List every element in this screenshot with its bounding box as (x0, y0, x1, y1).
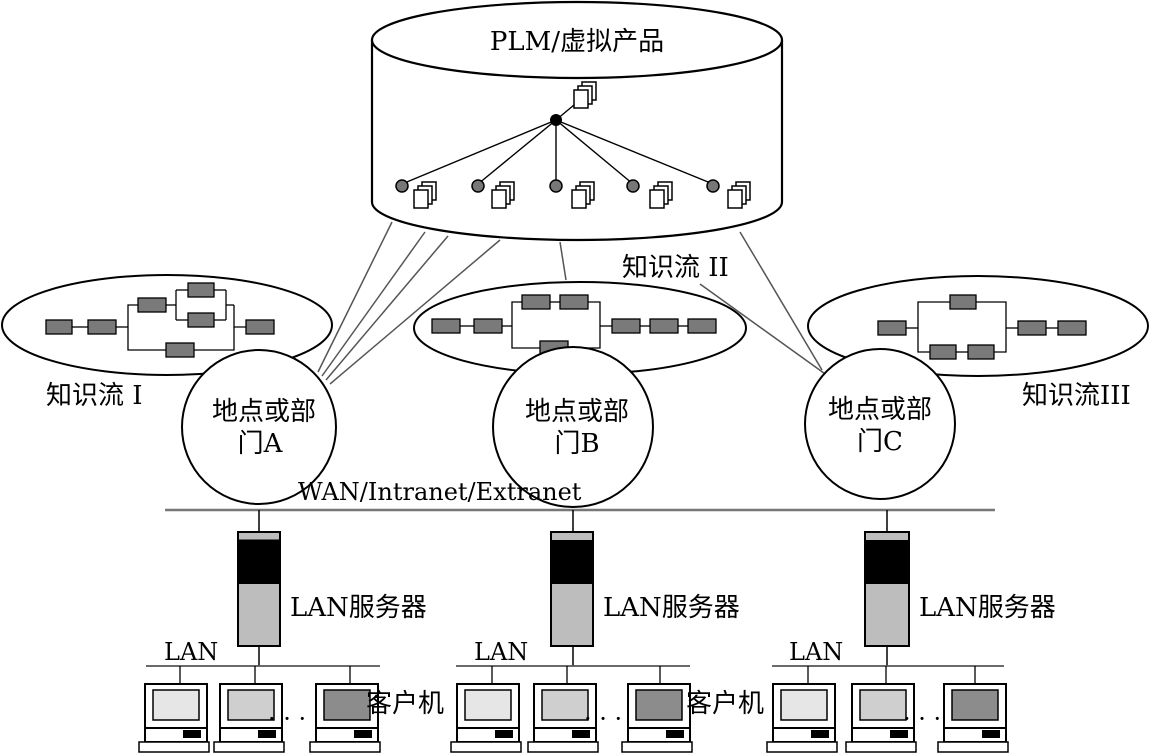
lan-label: LAN (789, 638, 843, 666)
wan-label: WAN/Intranet/Extranet (298, 478, 582, 506)
server-label: LAN服务器 (603, 593, 740, 623)
plm-root-node (550, 114, 562, 126)
document-icon (491, 181, 515, 209)
lan-segment-a: LAN服务器 LAN · · · 客户机 (138, 510, 444, 753)
lan-segment-b: LAN服务器 LAN · · · 客户机 (450, 510, 764, 753)
plm-root-document-icon (573, 81, 597, 109)
site-b-line1: 地点或部 (525, 397, 629, 427)
site-a-line2: 门A (238, 429, 284, 459)
plm-document-tree (401, 99, 714, 185)
site-c-line1: 地点或部 (828, 395, 932, 425)
lan-label: LAN (474, 638, 528, 666)
plm-title: PLM/虚拟产品 (490, 27, 664, 57)
lan-label: LAN (164, 638, 218, 666)
client-pc-icon (766, 683, 838, 753)
ellipsis: · · · (584, 705, 622, 733)
site-c: 地点或部 门C (804, 348, 956, 500)
client-label: 客户机 (686, 689, 764, 719)
site-a-line1: 地点或部 (212, 397, 316, 427)
knowledge-flow-3-label: 知识流III (1022, 381, 1131, 411)
site-b-line2: 门B (554, 429, 599, 459)
server-label: LAN服务器 (919, 593, 1056, 623)
lan-segment-c: LAN服务器 LAN · · · (766, 510, 1056, 753)
client-pc-icon (450, 683, 522, 753)
server-label: LAN服务器 (290, 593, 427, 623)
site-c-line2: 门C (857, 427, 903, 457)
ellipsis: · · · (268, 705, 306, 733)
knowledge-flow-lines (317, 221, 829, 385)
plm-leaf-nodes (395, 179, 751, 209)
client-pc-icon (138, 683, 210, 753)
client-label: 客户机 (366, 689, 444, 719)
document-icon (571, 181, 595, 209)
knowledge-flow-1-label: 知识流 I (46, 381, 143, 411)
client-pc-icon (621, 683, 693, 753)
document-icon (413, 181, 437, 209)
knowledge-flow-2-label: 知识流 II (622, 253, 729, 283)
client-pc-icon (937, 683, 1009, 753)
document-icon (727, 181, 751, 209)
site-b: 地点或部 门B (492, 346, 654, 508)
site-a: 地点或部 门A (181, 349, 337, 505)
document-icon (649, 181, 673, 209)
ellipsis: · · · (903, 705, 941, 733)
